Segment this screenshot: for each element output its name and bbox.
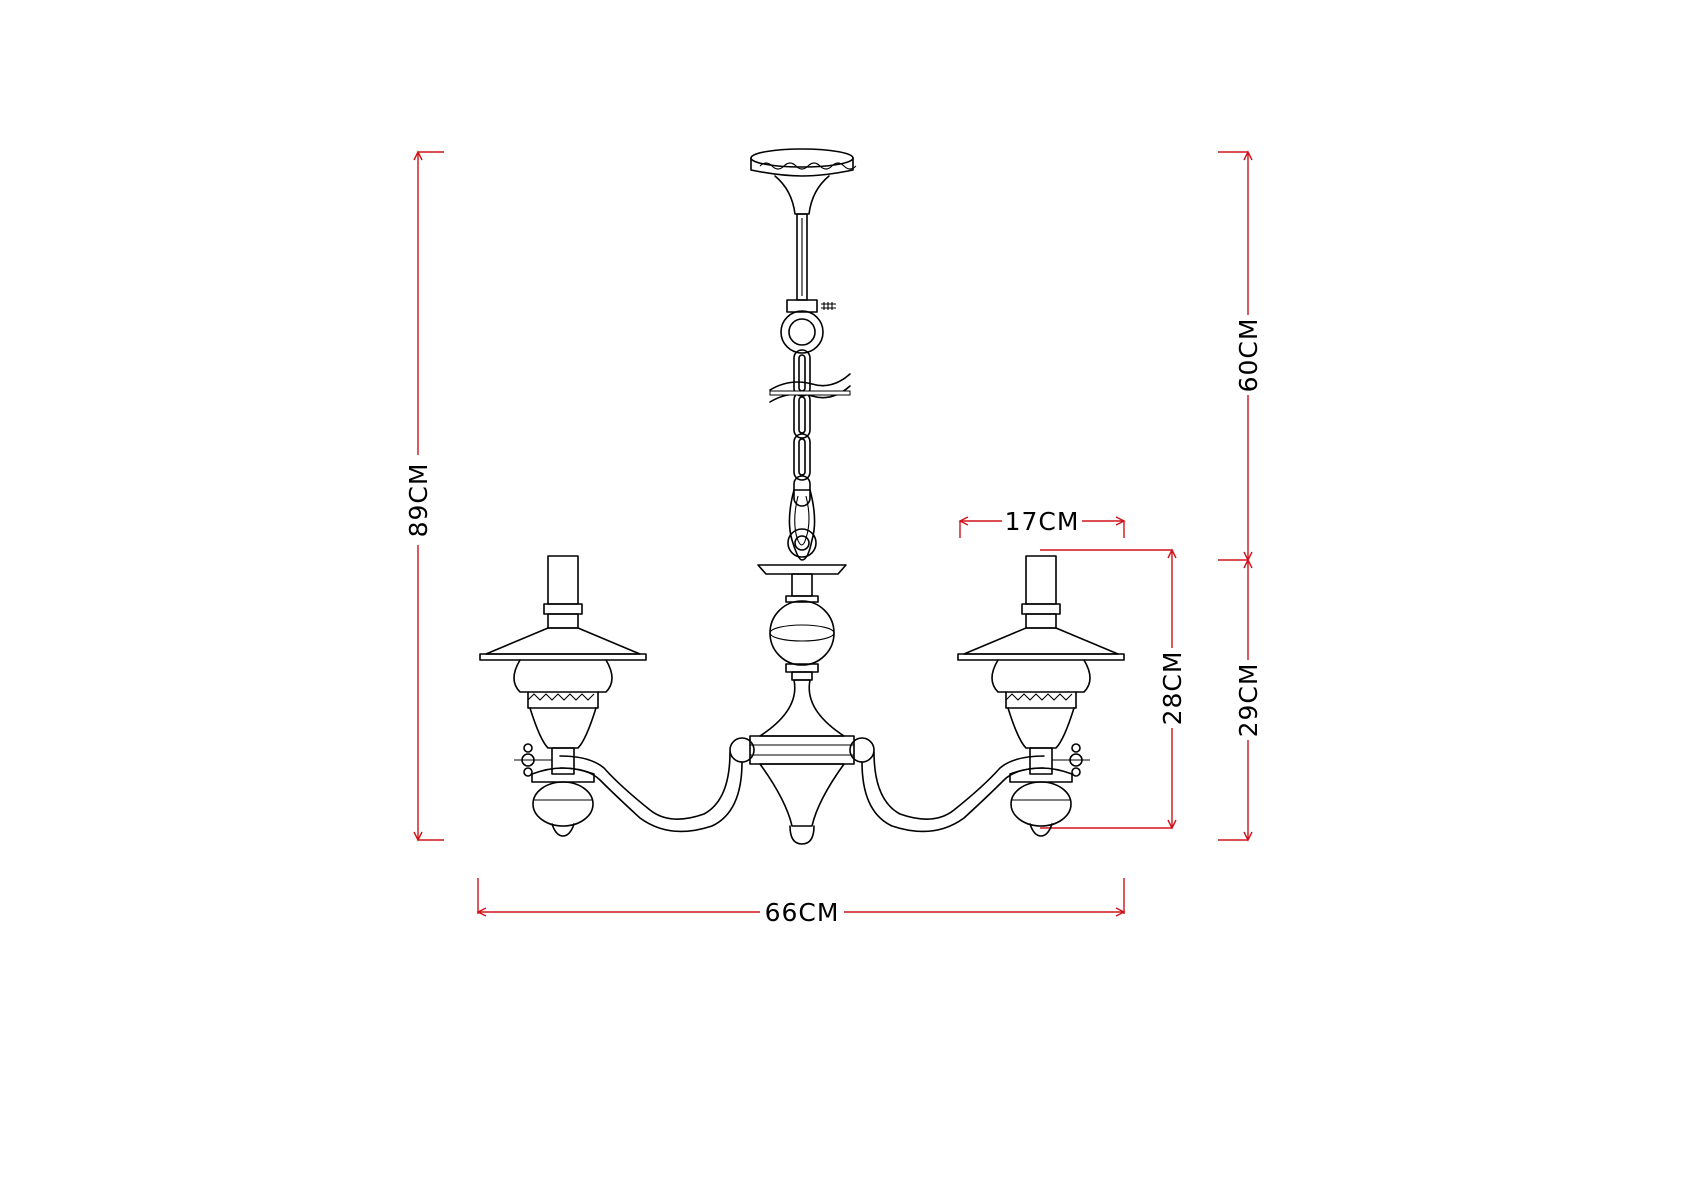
hook-ring [780,310,824,354]
arms [559,751,1045,833]
center-body [729,564,875,845]
label-total-height: 89CM [404,463,433,538]
dimension-lines [413,150,1253,917]
chain [769,349,851,507]
chandelier [479,148,1125,845]
carabiner-hook [787,489,817,561]
label-body-height: 29CM [1234,663,1263,738]
label-shade-width: 17CM [1005,507,1080,536]
right-lamp [957,555,1125,837]
left-lamp [479,555,647,837]
label-arm-height: 28CM [1158,651,1187,726]
label-total-width: 66CM [765,898,840,927]
ceiling-canopy [750,148,857,215]
label-chain-length: 60CM [1234,318,1263,393]
ceiling-rod [786,213,836,313]
dimension-labels: 89CM 60CM 29CM 28CM 17CM 66CM [404,315,1263,927]
